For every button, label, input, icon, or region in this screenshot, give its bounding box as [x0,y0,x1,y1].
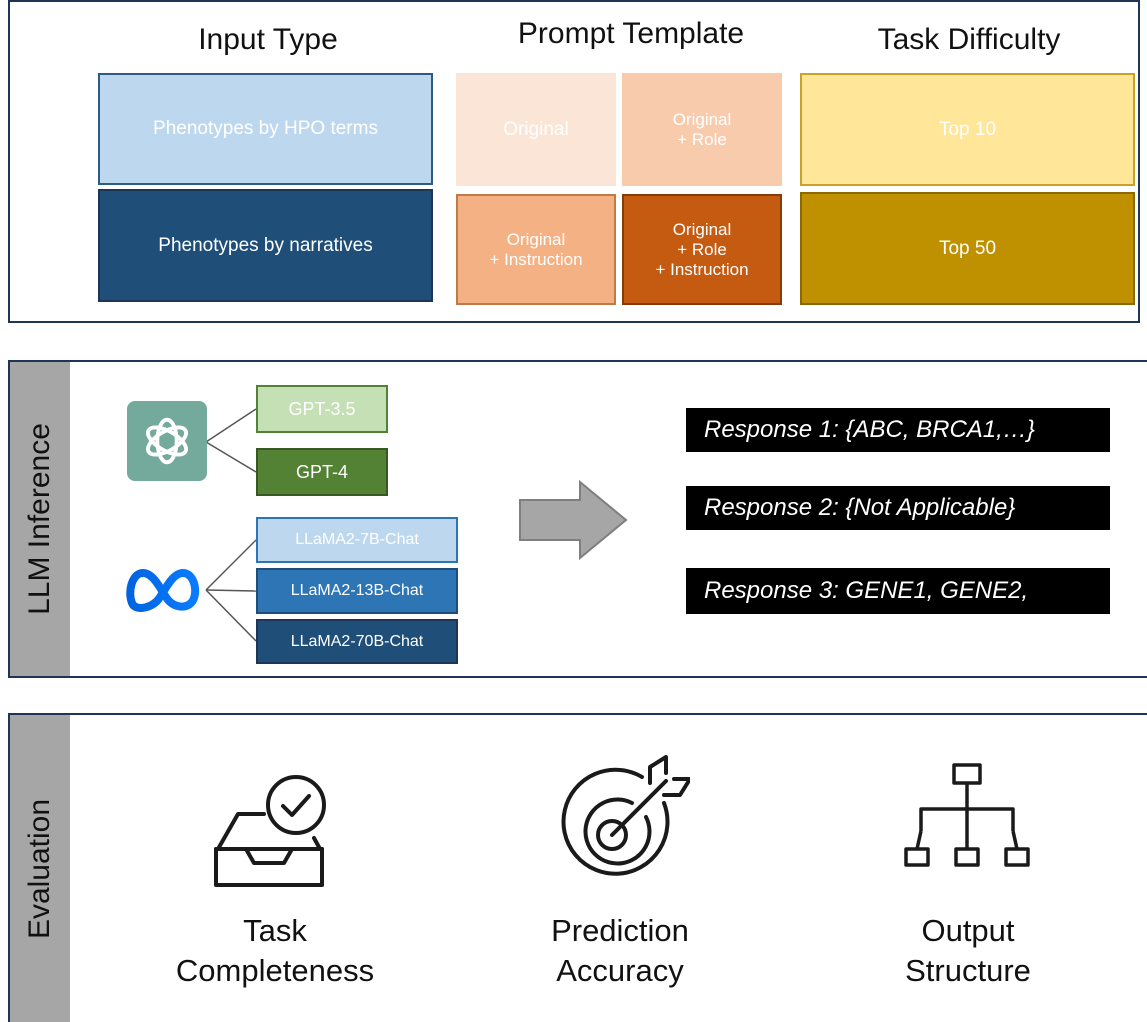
llama7b-label: LLaMA2-7B-Chat [295,531,419,548]
top50-label: Top 50 [938,237,997,259]
prompt-original-role-instruction-box: Original + Role + Instruction [622,194,782,305]
input-hpo-terms-label: Phenotypes by HPO terms [153,118,378,139]
metric-line: Accuracy [556,953,684,988]
prompt-line: + Role [677,239,727,259]
llm-inference-sidebar: LLM Inference [10,362,70,676]
input-type-header: Input Type [198,23,338,56]
meta-logo-icon [123,560,205,620]
prompt-original-box: Original [456,73,616,186]
evaluation-label: Evaluation [23,798,56,939]
gpt4-box: GPT-4 [256,448,388,496]
prompt-original-role-box: Original + Role [622,73,782,186]
prompt-line: Original [672,109,732,129]
target-arrow-icon [561,755,690,876]
metric-line: Structure [905,953,1031,988]
experiment-settings-panel: Input Type Prompt Template Task Difficul… [8,0,1140,323]
llama70b-box: LLaMA2-70B-Chat [256,619,458,664]
llama13b-label: LLaMA2-13B-Chat [290,582,424,599]
task-difficulty-header: Task Difficulty [877,23,1061,56]
input-narratives-box: Phenotypes by narratives [98,189,433,302]
metric-line: Output [921,913,1015,948]
prompt-line: Original [506,229,566,249]
llm-inference-panel: LLM Inference [8,360,1147,678]
evaluation-panel: Evaluation Task Completeness Prediction … [8,713,1147,1022]
llama13b-box: LLaMA2-13B-Chat [256,568,458,614]
response-1: Response 1: {ABC, BRCA1,…} [686,408,1110,452]
model-connector-lines [205,408,257,642]
metric-line: Task [243,913,307,948]
prompt-line: Original [672,219,732,239]
openai-logo-icon [127,401,207,481]
response-2-text: Response 2: {Not Applicable} [704,494,1016,521]
output-structure-label: Output Structure [848,911,1088,991]
input-hpo-terms-box: Phenotypes by HPO terms [98,73,433,185]
response-1-text: Response 1: {ABC, BRCA1,…} [704,416,1035,443]
gpt4-label: GPT-4 [295,461,348,482]
evaluation-sidebar: Evaluation [10,715,70,1022]
prompt-original-label: Original [503,118,569,140]
metric-line: Completeness [175,953,375,988]
top50-box: Top 50 [800,192,1135,305]
top10-box: Top 10 [800,73,1135,186]
gpt35-label: GPT-3.5 [288,398,356,419]
input-narratives-label: Phenotypes by narratives [158,234,373,256]
top10-label: Top 10 [938,118,997,140]
metric-line: Prediction [551,913,689,948]
prompt-line: + Instruction [655,259,749,279]
hierarchy-icon [904,763,1030,867]
gpt35-box: GPT-3.5 [256,385,388,433]
response-3: Response 3: GENE1, GENE2, [686,568,1110,614]
inbox-check-icon [214,775,326,887]
prompt-template-header: Prompt Template [517,17,745,50]
prompt-line: + Role [677,129,727,149]
prediction-accuracy-label: Prediction Accuracy [500,911,740,991]
prompt-line: + Instruction [489,249,583,269]
response-3-text: Response 3: GENE1, GENE2, [704,577,1029,604]
llama70b-label: LLaMA2-70B-Chat [290,632,424,650]
right-arrow-icon [519,480,628,560]
prompt-original-instruction-box: Original + Instruction [456,194,616,305]
response-2: Response 2: {Not Applicable} [686,486,1110,530]
llama7b-box: LLaMA2-7B-Chat [256,517,458,563]
task-completeness-label: Task Completeness [155,911,395,991]
